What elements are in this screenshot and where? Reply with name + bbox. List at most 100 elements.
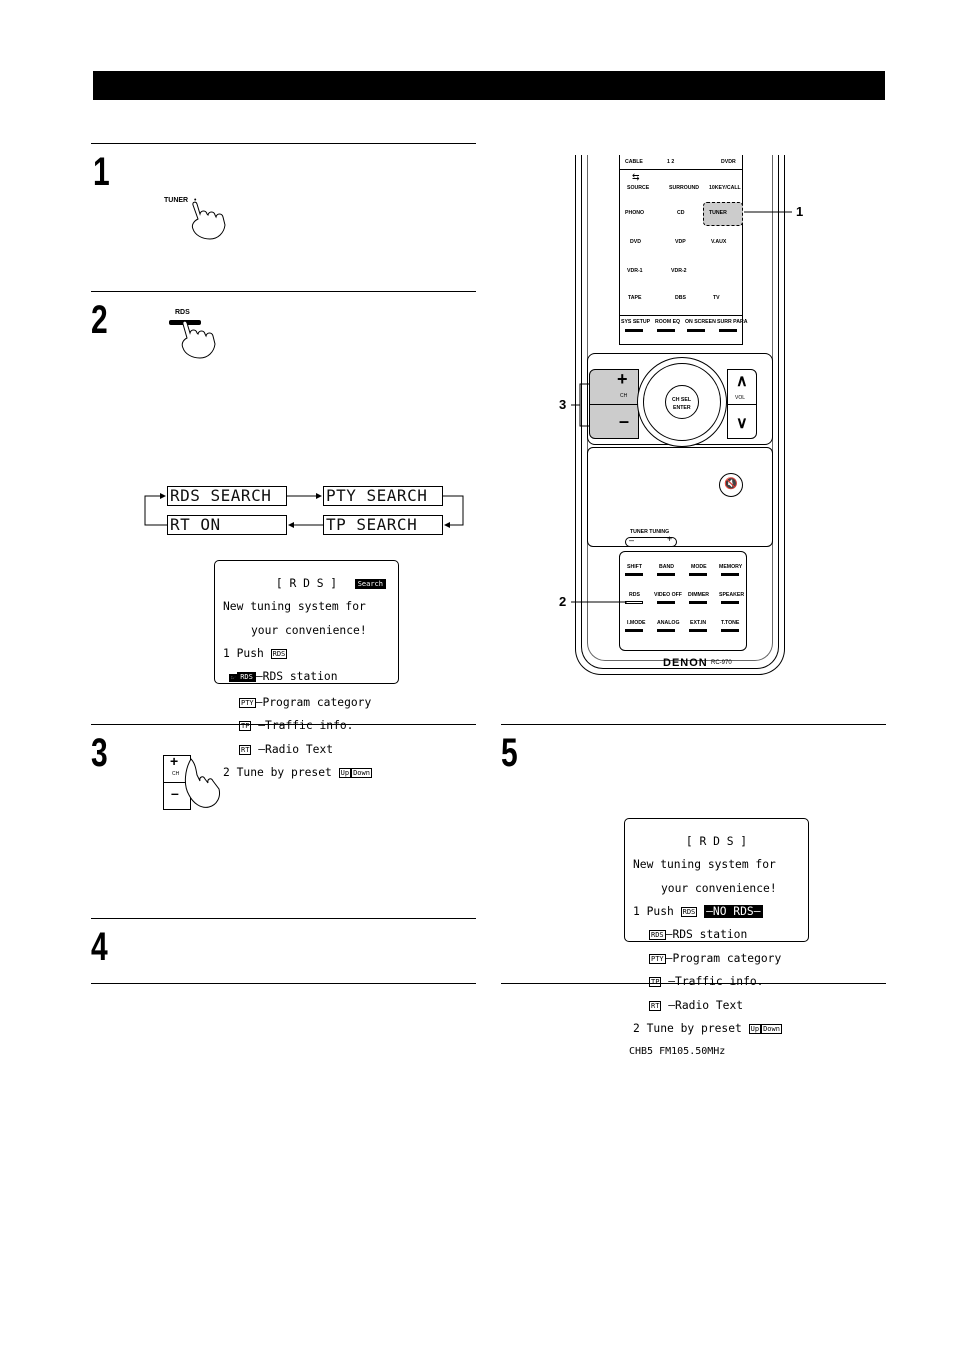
- ch-plus-label: +: [170, 753, 179, 769]
- tuning-plus: +: [667, 534, 673, 544]
- osd-tag-pty: PTY: [239, 697, 256, 708]
- rule-step1-top: [91, 143, 476, 144]
- osd-rt-desc: –Radio Text: [668, 998, 744, 1012]
- remote-btn-band[interactable]: BAND: [659, 564, 674, 570]
- vol-label: VOL: [735, 395, 746, 401]
- osd-rt-desc: –Radio Text: [258, 742, 334, 756]
- remote-btn-on-screen[interactable]: ON SCREEN: [685, 319, 716, 325]
- tuner-tuning-label: TUNER TUNING: [630, 529, 670, 535]
- step2-rds-illustration: RDS: [165, 308, 235, 368]
- flow-pty-search: PTY SEARCH: [323, 486, 443, 506]
- model-label: RC-970: [711, 660, 732, 666]
- remote-btn-video-off[interactable]: VIDEO OFF: [654, 592, 682, 598]
- remote-btn-dvd[interactable]: DVD: [630, 239, 641, 245]
- osd-title: [ R D S ]: [275, 576, 338, 590]
- step-number-2: 2: [91, 298, 108, 342]
- tuner-highlight: [703, 202, 743, 226]
- rule-step2-top: [91, 291, 476, 292]
- remote-btn-tuner[interactable]: TUNER: [709, 210, 727, 216]
- step-number-5: 5: [501, 731, 518, 775]
- osd-frequency-line: CHB5 FM105.50MHz: [629, 1046, 726, 1058]
- osd-pty-desc: –Program category: [665, 951, 782, 965]
- remote-btn-source[interactable]: SOURCE: [627, 185, 650, 191]
- remote-btn-vdr1[interactable]: VDR-1: [627, 268, 643, 274]
- osd-tag-up: Up: [748, 1023, 762, 1034]
- remote-callout-lines: [571, 211, 792, 603]
- osd-line2: your convenience!: [661, 881, 777, 895]
- remote-top-label-dvdr: DVDR: [721, 159, 736, 165]
- tuning-minus: –: [629, 535, 635, 545]
- osd-tag-rds: RDS: [649, 930, 666, 941]
- remote-btn-surround[interactable]: SURROUND: [669, 185, 699, 191]
- osd-tag-rt: RT: [649, 1000, 662, 1011]
- remote-btn-rds[interactable]: RDS: [629, 592, 640, 598]
- osd-rds-desc: –RDS station: [255, 670, 338, 684]
- osd-tp-desc: –Traffic info.: [668, 975, 764, 989]
- tuner-tuning-rocker[interactable]: [625, 537, 677, 547]
- osd-tag-down: Down: [351, 767, 372, 778]
- osd-push-text: 1 Push: [223, 646, 264, 660]
- rule-step4-top: [91, 918, 476, 919]
- remote-btn-10key[interactable]: 10KEY/CALL: [709, 185, 741, 191]
- remote-btn-vaux[interactable]: V.AUX: [711, 239, 727, 245]
- osd-tag-tp: TP: [649, 977, 662, 988]
- remote-btn-cd[interactable]: CD: [677, 210, 685, 216]
- remote-btn-shift[interactable]: SHIFT: [627, 564, 642, 570]
- osd-pty-desc: –Program category: [255, 695, 372, 709]
- remote-btn-vdp[interactable]: VDP: [675, 239, 686, 245]
- remote-btn-imode[interactable]: I.MODE: [627, 620, 646, 626]
- callout-2: 2: [559, 594, 567, 609]
- vol-up-icon: ∧: [736, 373, 748, 390]
- remote-btn-tv[interactable]: TV: [713, 295, 720, 301]
- enter-line2: ENTER: [673, 405, 691, 411]
- ch-minus-label: –: [171, 785, 179, 801]
- remote-btn-memory[interactable]: MEMORY: [719, 564, 743, 570]
- osd-push-text: 1 Push: [633, 904, 674, 918]
- remote-btn-tape[interactable]: TAPE: [628, 295, 642, 301]
- osd-tag-rds: RDS: [680, 906, 698, 917]
- ch-label: CH: [172, 771, 180, 777]
- remote-control-illustration: CABLE 1 2 DVDR ⇆ SOURCE SURROUND 10KEY/C…: [575, 155, 785, 675]
- osd-rds-desc: –RDS station: [665, 928, 748, 942]
- section-header-bar: [93, 71, 885, 100]
- remote-btn-speaker[interactable]: SPEAKER: [719, 592, 745, 598]
- flow-rt-on: RT ON: [167, 515, 287, 535]
- mute-icon[interactable]: 🔇: [719, 473, 743, 497]
- osd-preset-line: 2 Tune by preset: [633, 1021, 742, 1035]
- remote-top-label-cable: CABLE: [625, 159, 643, 165]
- osd-tag-down: Down: [761, 1023, 782, 1034]
- remote-btn-sys-setup[interactable]: SYS SETUP: [621, 319, 651, 325]
- pressing-hand-icon: [181, 320, 216, 359]
- remote-btn-dbs[interactable]: DBS: [675, 295, 686, 301]
- remote-btn-mode[interactable]: MODE: [691, 564, 707, 570]
- rule-step5-top: [501, 724, 886, 725]
- osd-tp-desc: –Traffic info.: [258, 719, 354, 733]
- ch-minus-icon: –: [619, 411, 630, 431]
- enter-button[interactable]: [665, 385, 699, 419]
- osd-tag-rds-selected: RDS: [237, 672, 256, 683]
- osd-tag-rds: RDS: [270, 648, 288, 659]
- rule-step5-bottom: [501, 983, 886, 984]
- cursor-icon: ☞: [229, 674, 238, 683]
- rule-step3-top: [91, 724, 476, 725]
- remote-btn-room-eq[interactable]: ROOM EQ: [655, 319, 681, 325]
- remote-btn-dimmer[interactable]: DIMMER: [688, 592, 710, 598]
- osd-no-rds-status: –NO RDS–: [704, 904, 763, 918]
- osd-line1: New tuning system for: [633, 858, 776, 872]
- remote-btn-surr-para[interactable]: SURR PARA: [717, 319, 748, 325]
- step-number-1: 1: [93, 150, 110, 194]
- osd-preset-line: 2 Tune by preset: [223, 765, 332, 779]
- tuner-button-label: TUNER: [164, 197, 189, 204]
- remote-btn-analog[interactable]: ANALOG: [657, 620, 680, 626]
- step-number-4: 4: [91, 925, 108, 969]
- remote-btn-phono[interactable]: PHONO: [625, 210, 645, 216]
- rule-step4-bottom: [91, 983, 476, 984]
- callout-3: 3: [559, 397, 567, 412]
- vol-down-icon: ∨: [736, 415, 748, 432]
- osd-tag-pty: PTY: [649, 953, 666, 964]
- pressing-hand-icon: [191, 201, 226, 240]
- rds-button-label: RDS: [175, 309, 190, 316]
- remote-btn-extin[interactable]: EXT.IN: [690, 620, 707, 626]
- remote-btn-ttone[interactable]: T.TONE: [721, 620, 740, 626]
- remote-btn-vdr2[interactable]: VDR-2: [671, 268, 687, 274]
